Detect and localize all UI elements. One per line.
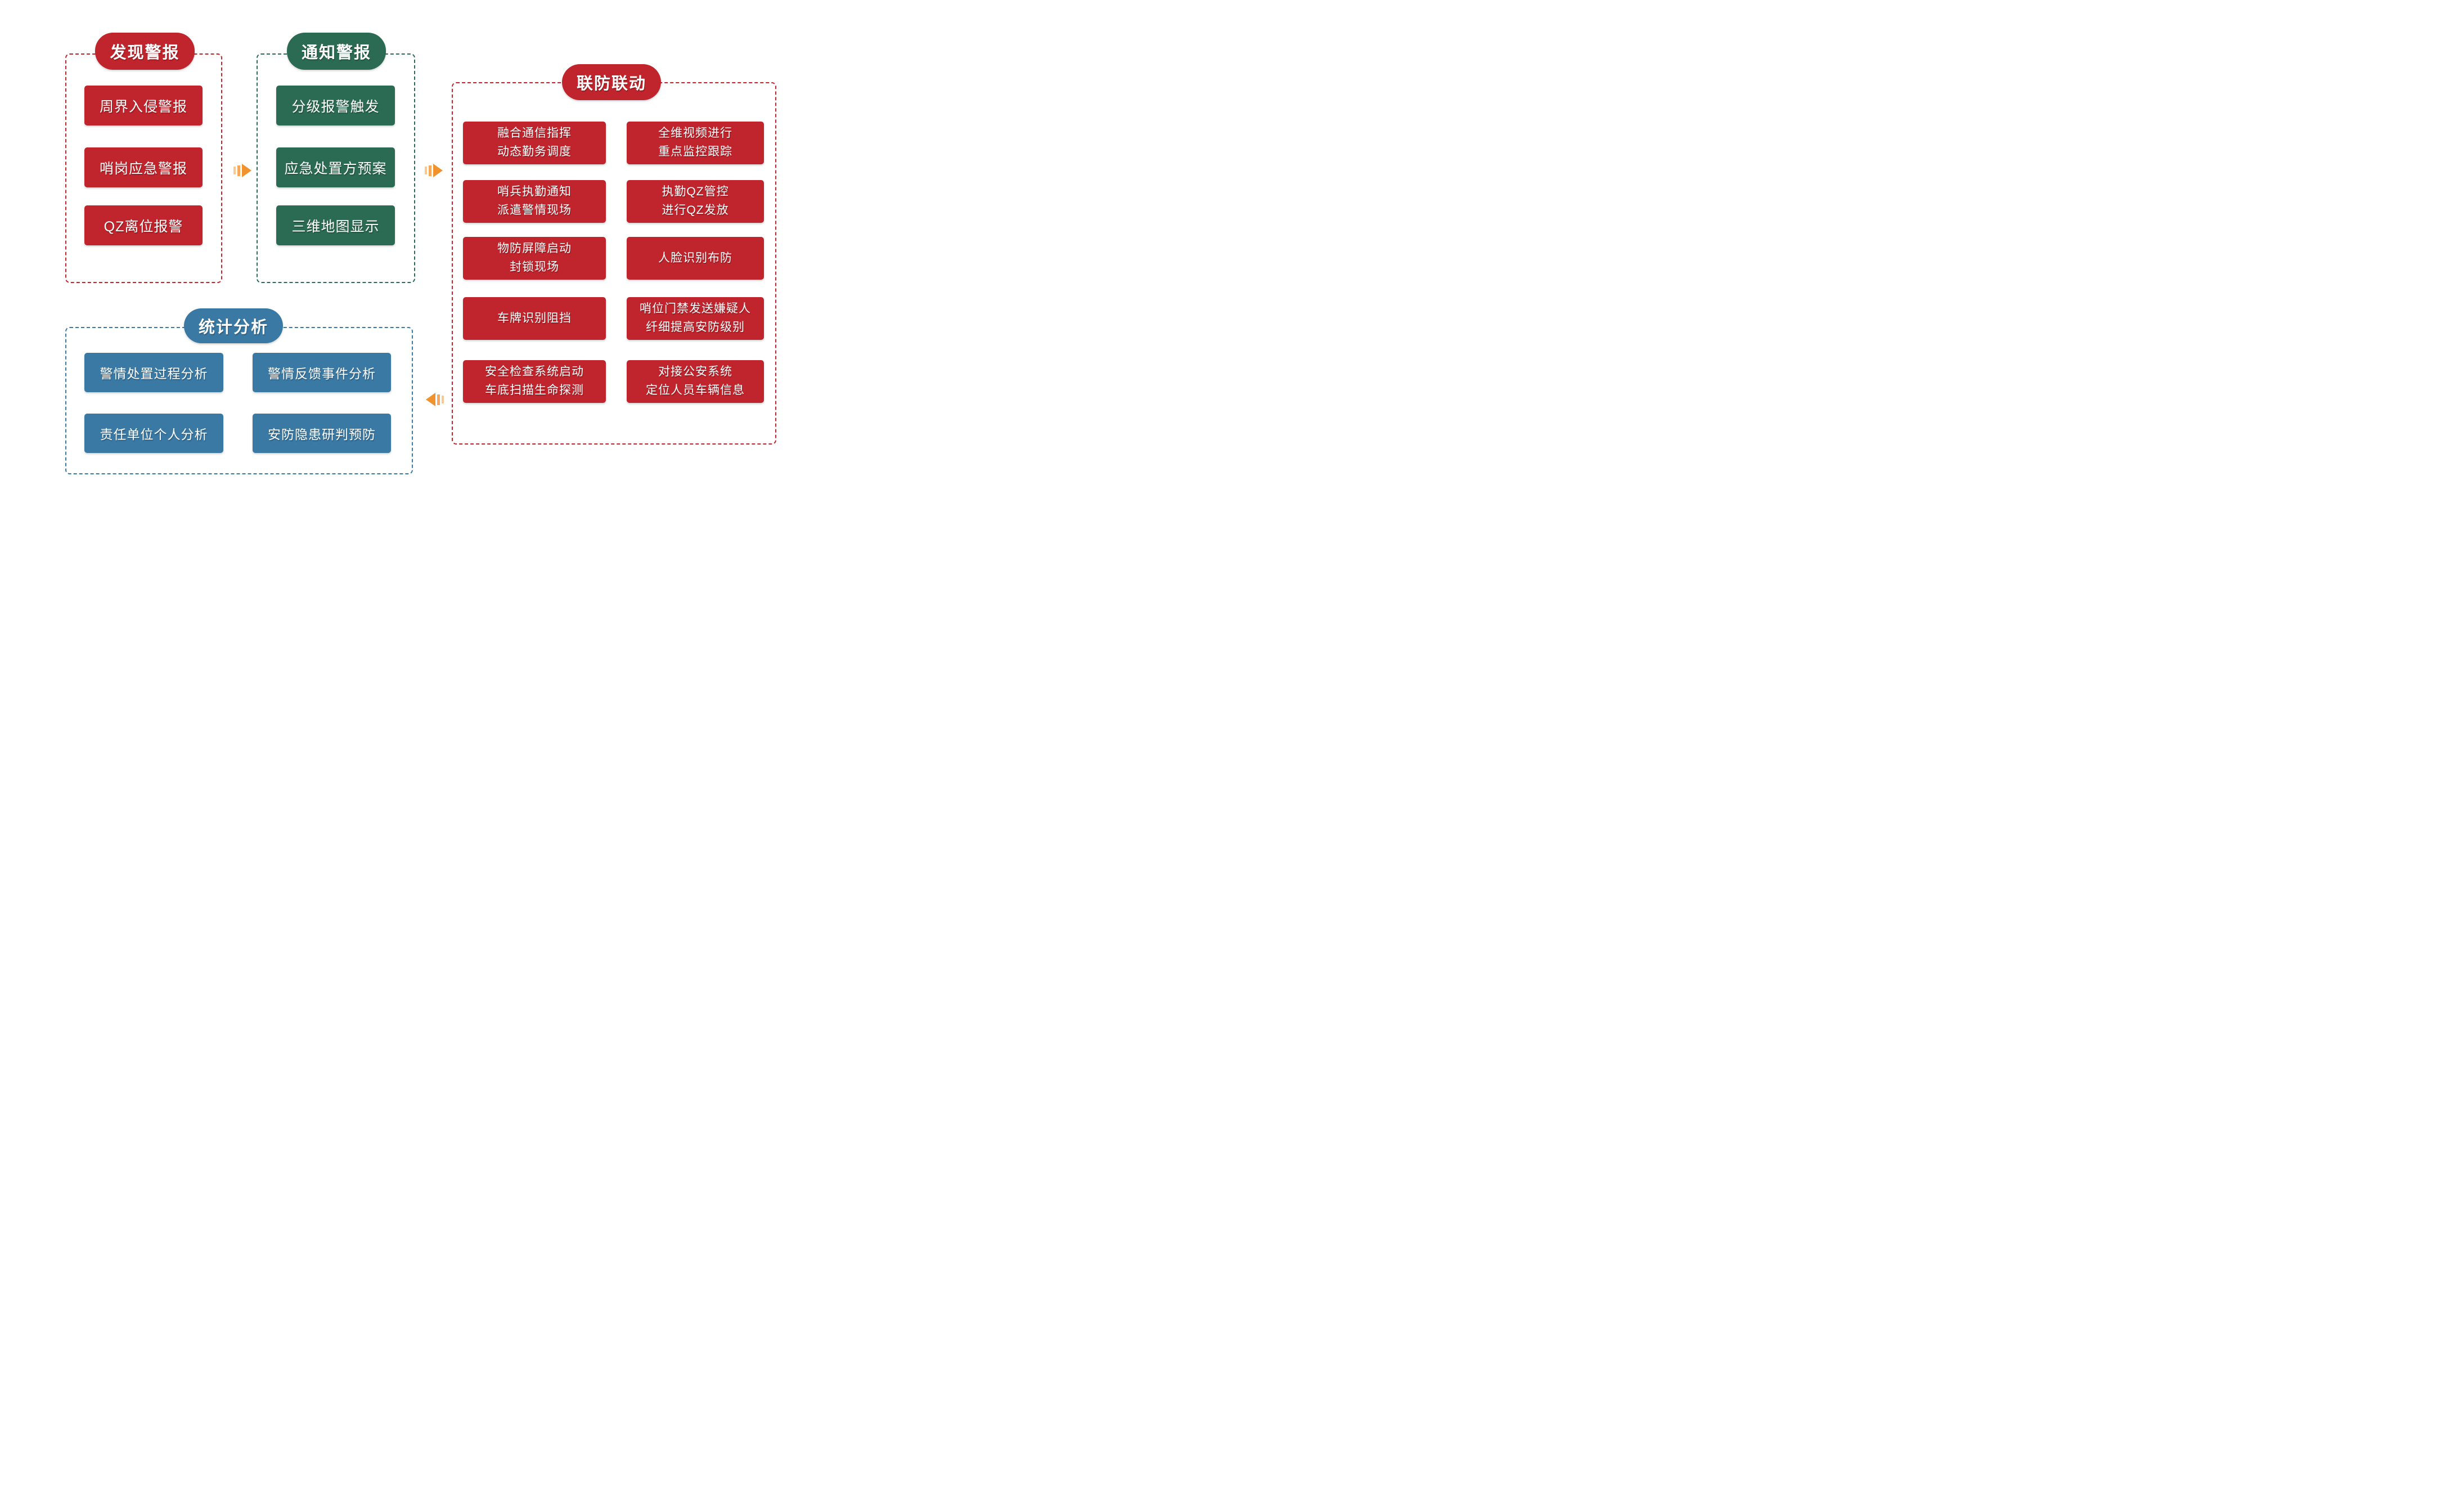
arrow-right-icon (233, 164, 251, 177)
stats-item-responsible-unit-person-analysis: 责任单位个人分析 (84, 414, 223, 453)
stats-title: 统计分析 (198, 318, 268, 337)
arrow-left-icon (426, 393, 444, 406)
arrow-right-icon (425, 164, 443, 177)
joint-item-fused-comm-dispatch: 融合通信指挥 动态勤务调度 (463, 122, 606, 164)
discover-item-sentry-emergency: 哨岗应急警报 (84, 147, 203, 187)
security-alarm-flow-diagram: { "colors": { "red": "#C0242C", "green":… (0, 0, 821, 498)
notify-item-emergency-plan: 应急处置方预案 (276, 147, 395, 187)
joint-item-video-tracking: 全维视频进行 重点监控跟踪 (627, 122, 764, 164)
joint-item-face-recognition-deploy: 人脸识别布防 (627, 237, 764, 280)
joint-item-police-system-locate: 对接公安系统 定位人员车辆信息 (627, 360, 764, 403)
discover-title-pill: 发现警报 (95, 33, 195, 70)
discover-item-perimeter-intrusion: 周界入侵警报 (84, 86, 203, 125)
joint-item-sentry-access-suspect-alert: 哨位门禁发送嫌疑人 纤细提高安防级别 (627, 297, 764, 340)
stats-item-hidden-danger-prediction: 安防隐患研判预防 (253, 414, 391, 453)
stats-title-pill: 统计分析 (184, 308, 283, 343)
discover-title: 发现警报 (110, 44, 180, 62)
notify-item-graded-alarm-trigger: 分级报警触发 (276, 86, 395, 125)
joint-item-security-check-scan: 安全检查系统启动 车底扫描生命探测 (463, 360, 606, 403)
joint-title-pill: 联防联动 (562, 64, 661, 100)
joint-item-plate-recognition-block: 车牌识别阻挡 (463, 297, 606, 340)
joint-item-physical-barrier-lockdown: 物防屏障启动 封锁现场 (463, 237, 606, 280)
joint-item-qz-control-issue: 执勤QZ管控 进行QZ发放 (627, 180, 764, 223)
discover-item-qz-off-position: QZ离位报警 (84, 205, 203, 245)
joint-title: 联防联动 (576, 75, 646, 93)
notify-item-3d-map-display: 三维地图显示 (276, 205, 395, 245)
notify-title: 通知警报 (301, 44, 371, 62)
stats-item-handling-process-analysis: 警情处置过程分析 (84, 353, 223, 392)
stats-item-feedback-event-analysis: 警情反馈事件分析 (253, 353, 391, 392)
notify-title-pill: 通知警报 (287, 33, 386, 70)
joint-item-sentry-duty-notice: 哨兵执勤通知 派遣警情现场 (463, 180, 606, 223)
